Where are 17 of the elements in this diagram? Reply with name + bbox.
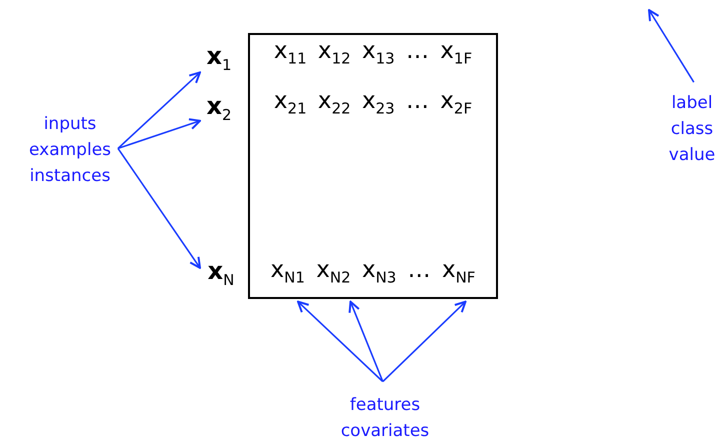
arrow xyxy=(117,148,201,269)
annotation-text: label class value xyxy=(662,90,722,168)
matrix-row-text: x$_{N1}$ x$_{N2}$ x$_{N3}$ … x$_{NF}$ xyxy=(270,257,476,287)
arrow xyxy=(297,300,384,382)
row-vector-label: x$_{2}$ xyxy=(200,92,238,124)
matrix-row-text: x$_{21}$ x$_{22}$ x$_{23}$ … x$_{2F}$ xyxy=(272,88,474,118)
arrow xyxy=(648,9,694,83)
arrow xyxy=(348,300,384,382)
annotation-text: features covariates xyxy=(330,392,440,443)
annotation-text: inputs examples instances xyxy=(22,110,118,190)
arrow xyxy=(118,118,201,150)
matrix-box xyxy=(248,33,498,299)
matrix-row-text: x$_{11}$ x$_{12}$ x$_{13}$ … x$_{1F}$ xyxy=(272,38,474,68)
row-vector-label: x$_{N}$ xyxy=(200,256,242,290)
row-vector-label: x$_{1}$ xyxy=(200,42,238,74)
arrow xyxy=(382,300,466,382)
arrow xyxy=(117,71,201,149)
